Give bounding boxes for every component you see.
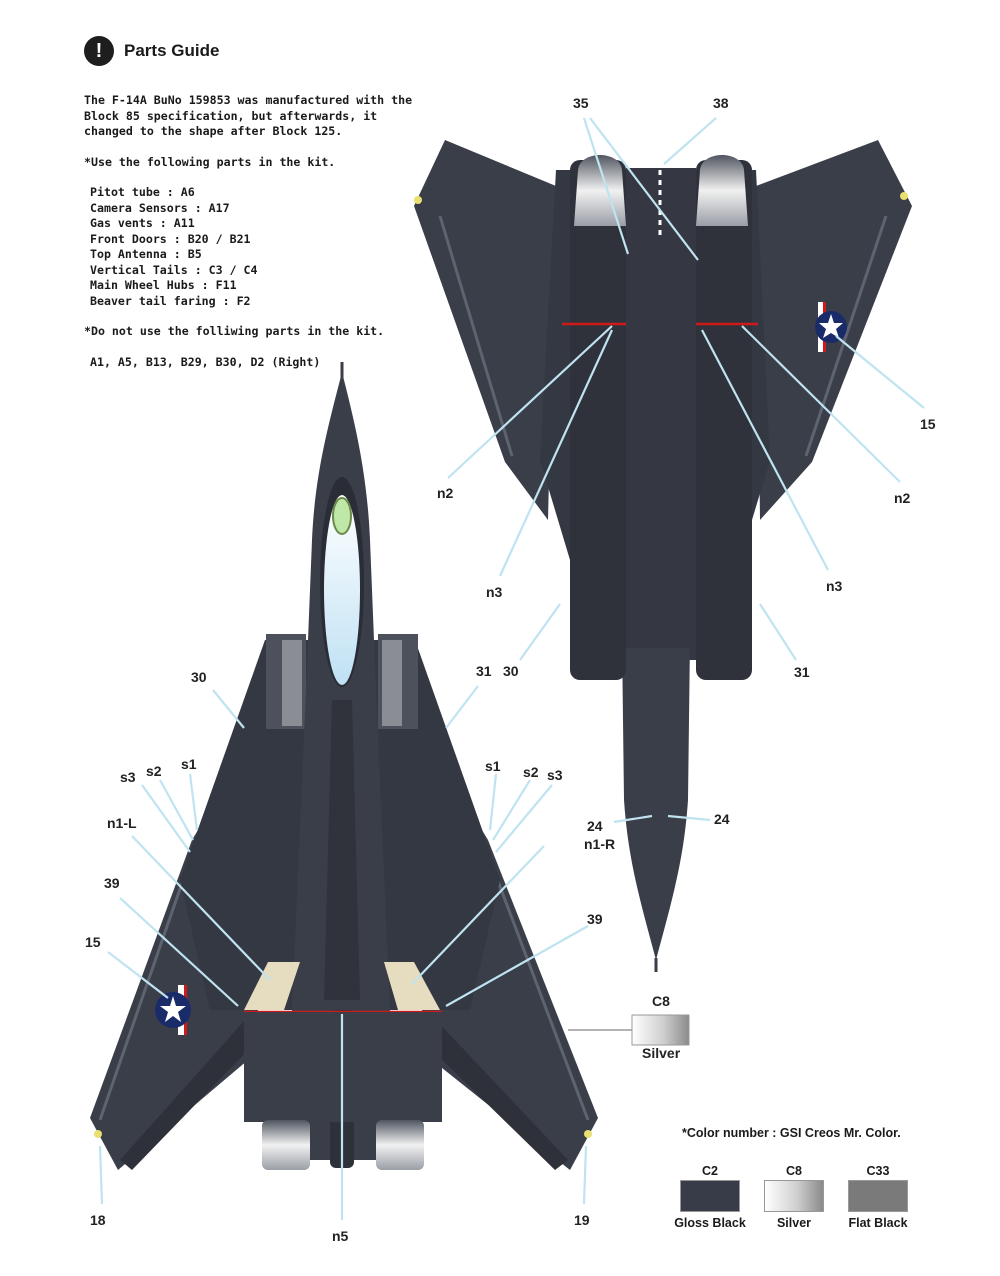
use-part-item: Main Wheel Hubs : F11 [90,278,237,292]
top-left-wingtip-light [94,1130,102,1138]
top-canopy [324,495,360,685]
callout-bottom-n2-left: n2 [437,485,454,501]
callout-top-31: 31 [476,663,492,679]
swatch-name: Silver [776,1216,812,1230]
top-left-tan-panel [244,962,300,1010]
use-part-item: Vertical Tails : C3 / C4 [90,262,258,277]
callout-bottom-n2-right: n2 [894,490,911,506]
bottom-left-wing [414,140,556,520]
bottom-right-wing-edge [804,215,888,457]
parts-guide-text: The F-14A BuNo 159853 was manufactured w… [84,93,414,385]
callout-top-s3-right: s3 [547,767,563,783]
top-right-nozzle [376,1120,424,1170]
bottom-forward-fuselage [622,640,690,960]
callout-bottom-24-left: 24 [587,818,603,834]
color-note: *Color number : GSI Creos Mr. Color. [682,1126,901,1140]
swatch-flat-black: C33 Flat Black [838,1162,918,1232]
callout-top-n1-left: n1-L [107,815,137,831]
bottom-view-aircraft [414,140,912,972]
callout-top-s2-right: s2 [523,764,539,780]
top-left-wing-glove-line [98,859,192,1121]
swatch-code: C33 [866,1164,890,1178]
c8-callout: C8 Silver [631,993,690,1061]
callout-bottom-31: 31 [794,664,810,680]
callout-top-s2-left: s2 [146,763,162,779]
swatch-color-box [848,1180,908,1212]
c8-callout-name: Silver [642,1045,681,1061]
top-right-intake-panel [382,640,402,726]
swatch-code: C2 [702,1164,718,1178]
callout-bottom-35: 35 [573,95,589,111]
swatch-gloss-black: C2 Gloss Black [672,1162,748,1232]
bottom-right-wingtip-light [900,192,908,200]
use-part-item: Gas vents : A11 [90,216,195,230]
guide-use-heading: *Use the following parts in the kit. [84,154,336,169]
swatch-code: C8 [786,1164,802,1178]
callout-bottom-15: 15 [920,416,936,432]
swatch-silver: C8 Silver [756,1162,832,1232]
callout-top-19: 19 [574,1212,590,1228]
top-view-aircraft [90,362,598,1170]
top-hud-glass [332,497,352,535]
use-part-item: Pitot tube : A6 [90,185,195,199]
guide-dont-heading: *Do not use the folliwing parts in the k… [84,324,385,338]
top-left-nozzle [262,1120,310,1170]
c8-callout-code: C8 [652,993,670,1009]
bottom-roundel [815,302,847,352]
parts-guide-header: ! Parts Guide [84,36,219,66]
bottom-left-nacelle [570,160,626,680]
page-title: Parts Guide [124,41,220,60]
top-right-wing-glove-line [488,859,590,1121]
bottom-tunnel [626,168,696,648]
callout-bottom-n3-right: n3 [826,578,843,594]
callout-top-39-right: 39 [587,911,603,927]
callout-top-s3-left: s3 [120,769,136,785]
top-spine [324,700,360,1000]
use-part-item: Beaver tail faring : F2 [90,293,251,308]
callout-top-15: 15 [85,934,101,950]
callout-top-30: 30 [191,669,207,685]
callout-bottom-38: 38 [713,95,729,111]
bottom-right-nozzle [696,155,748,226]
top-right-wingtip-light [584,1130,592,1138]
callout-bottom-24-right: 24 [714,811,730,827]
top-right-tan-panel [384,962,440,1010]
top-left-flap [120,1020,252,1170]
callout-top-18: 18 [90,1212,106,1228]
use-parts-list: Pitot tube : A6 Camera Sensors : A17 Gas… [90,185,414,309]
callout-top-n1-right: n1-R [584,836,615,852]
swatch-color-box [680,1180,740,1212]
bottom-left-wing-edge [438,215,514,457]
leader-lines [98,117,925,1220]
callout-top-39-left: 39 [104,875,120,891]
callout-labels: 30 31 s3 s2 s1 s1 s2 s3 n1-L n1-R 39 39 … [85,95,936,1244]
use-part-item: Top Antenna : B5 [90,247,202,261]
top-roundel [155,985,191,1035]
swatch-name: Flat Black [848,1216,908,1230]
bottom-right-nacelle [696,160,752,680]
use-part-item: Camera Sensors : A17 [90,200,230,215]
callout-bottom-30: 30 [503,663,519,679]
swatch-color-box [764,1180,824,1212]
exclamation-icon: ! [84,36,114,66]
dont-parts-list: A1, A5, B13, B29, B30, D2 (Right) [90,354,321,369]
callout-top-n5: n5 [332,1228,349,1244]
swatch-name: Gloss Black [674,1216,746,1230]
bottom-left-wingtip-light [414,196,422,204]
callout-bottom-n3-left: n3 [486,584,503,600]
callout-top-s1-left: s1 [181,756,197,772]
top-right-flap [428,1020,568,1170]
guide-intro: The F-14A BuNo 159853 was manufactured w… [84,93,413,138]
c8-callout-swatch [631,1014,690,1046]
use-part-item: Front Doors : B20 / B21 [90,231,251,246]
top-left-intake-panel [282,640,302,726]
callout-top-s1-right: s1 [485,758,501,774]
